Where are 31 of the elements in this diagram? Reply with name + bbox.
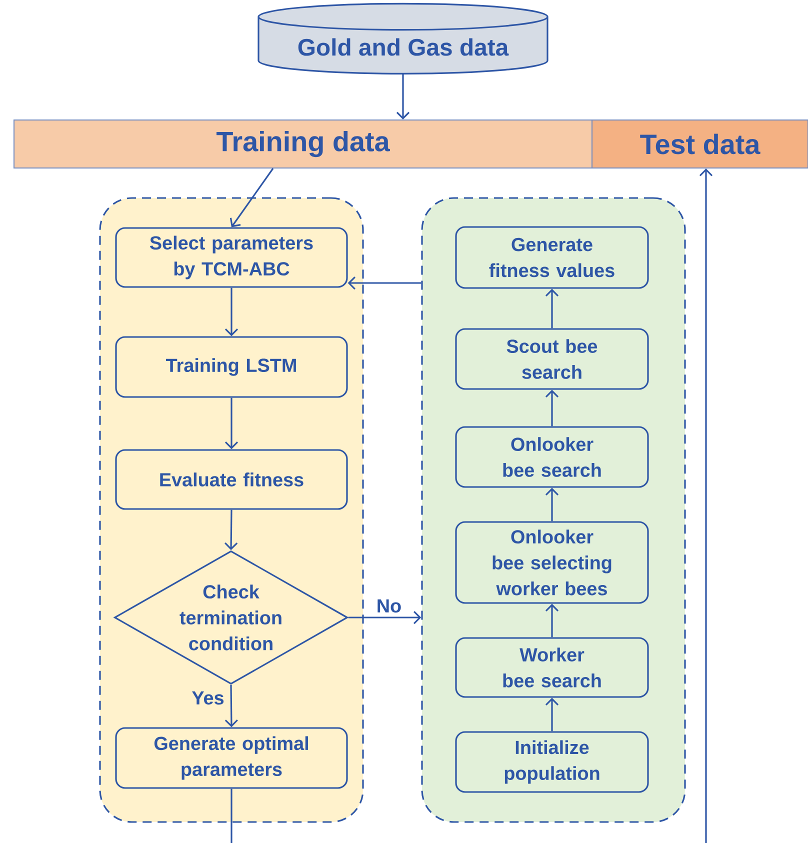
process-box: Select parameters by TCM-ABC [115,227,348,288]
arrow [545,698,559,732]
arrow [545,604,559,638]
process-box: Initialize population [455,731,649,793]
edge-label: No [378,599,401,613]
arrow [224,288,238,336]
process-box: Generate optimal parameters [115,727,348,789]
process-box: Onlooker bee search [455,426,649,488]
arrow [545,390,559,426]
database-cylinder: Gold and Gas data [258,2,548,74]
edge-label: Yes [192,691,224,705]
process-box: Onlooker bee selecting worker bees [455,521,649,604]
process-box: Scout bee search [455,328,649,390]
arrow [348,610,422,624]
arrow [545,288,559,328]
arrow [348,276,422,290]
process-box: Evaluate fitness [115,449,348,510]
arrow [230,168,274,228]
arrow [224,398,238,450]
data-band: Training data [14,120,592,168]
arrow [699,168,713,843]
process-box: Worker bee search [455,637,649,698]
process-box: Training LSTM [115,336,348,398]
arrow [224,510,238,550]
arrow [224,684,238,728]
arrow [396,74,410,120]
process-box: Generate fitness values [455,226,649,289]
arrow [545,488,559,522]
group-container [421,197,686,823]
group-container [99,197,364,823]
data-band: Test data [592,120,808,168]
